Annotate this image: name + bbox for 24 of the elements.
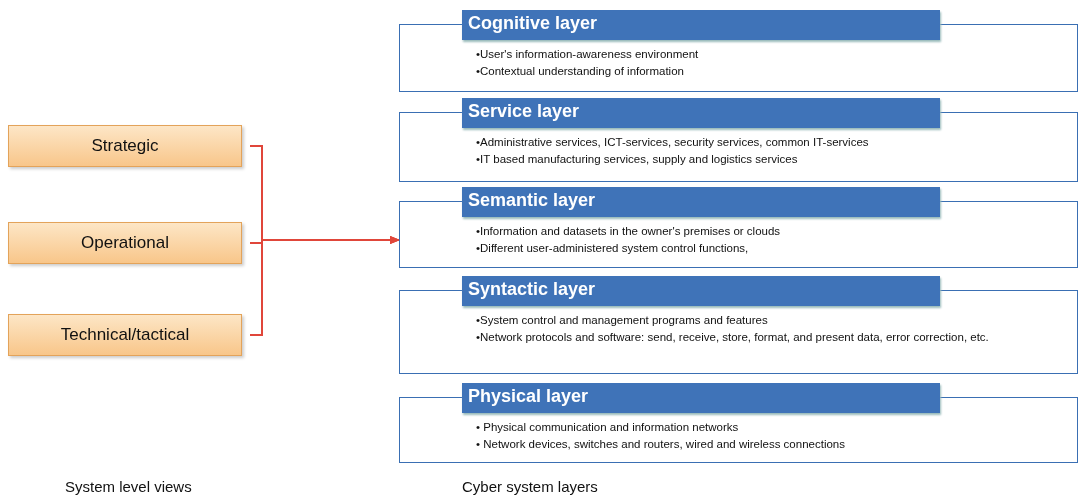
view-label: Strategic bbox=[91, 136, 159, 156]
bullet-text: •User's information-awareness environment bbox=[476, 47, 700, 61]
column-caption: Cyber system layers bbox=[462, 478, 598, 495]
bullet-text: •System control and management programs and features bbox=[476, 313, 769, 327]
bullet-text: •Network protocols and software: send, receive, store, format, and present data, error correction, etc. bbox=[476, 330, 990, 344]
view-box bbox=[8, 222, 242, 264]
bullet-text: •IT based manufacturing services, supply and logistics services bbox=[476, 152, 799, 166]
view-box bbox=[8, 314, 242, 356]
layer-title: Physical layer bbox=[462, 383, 940, 413]
bracket-arrow bbox=[249, 236, 400, 336]
column-caption: System level views bbox=[65, 478, 192, 495]
layer-title: Service layer bbox=[462, 98, 940, 128]
bullet-text: • Network devices, switches and routers, wired and wireless connections bbox=[476, 437, 846, 451]
layer-title: Cognitive layer bbox=[462, 10, 940, 40]
bullet-text: •Contextual understanding of information bbox=[476, 64, 685, 78]
view-label: Operational bbox=[81, 233, 169, 253]
view-box bbox=[8, 125, 242, 167]
bullet-text: •Administrative services, ICT-services, security services, common IT-services bbox=[476, 135, 870, 149]
bullet-text: •Different user-administered system control functions, bbox=[476, 241, 750, 255]
layer-title: Syntactic layer bbox=[462, 276, 940, 306]
view-label: Technical/tactical bbox=[60, 325, 190, 345]
bullet-text: •Information and datasets in the owner's premises or clouds bbox=[476, 224, 782, 238]
bullet-text: • Physical communication and information networks bbox=[476, 420, 740, 434]
layer-title: Semantic layer bbox=[462, 187, 940, 217]
